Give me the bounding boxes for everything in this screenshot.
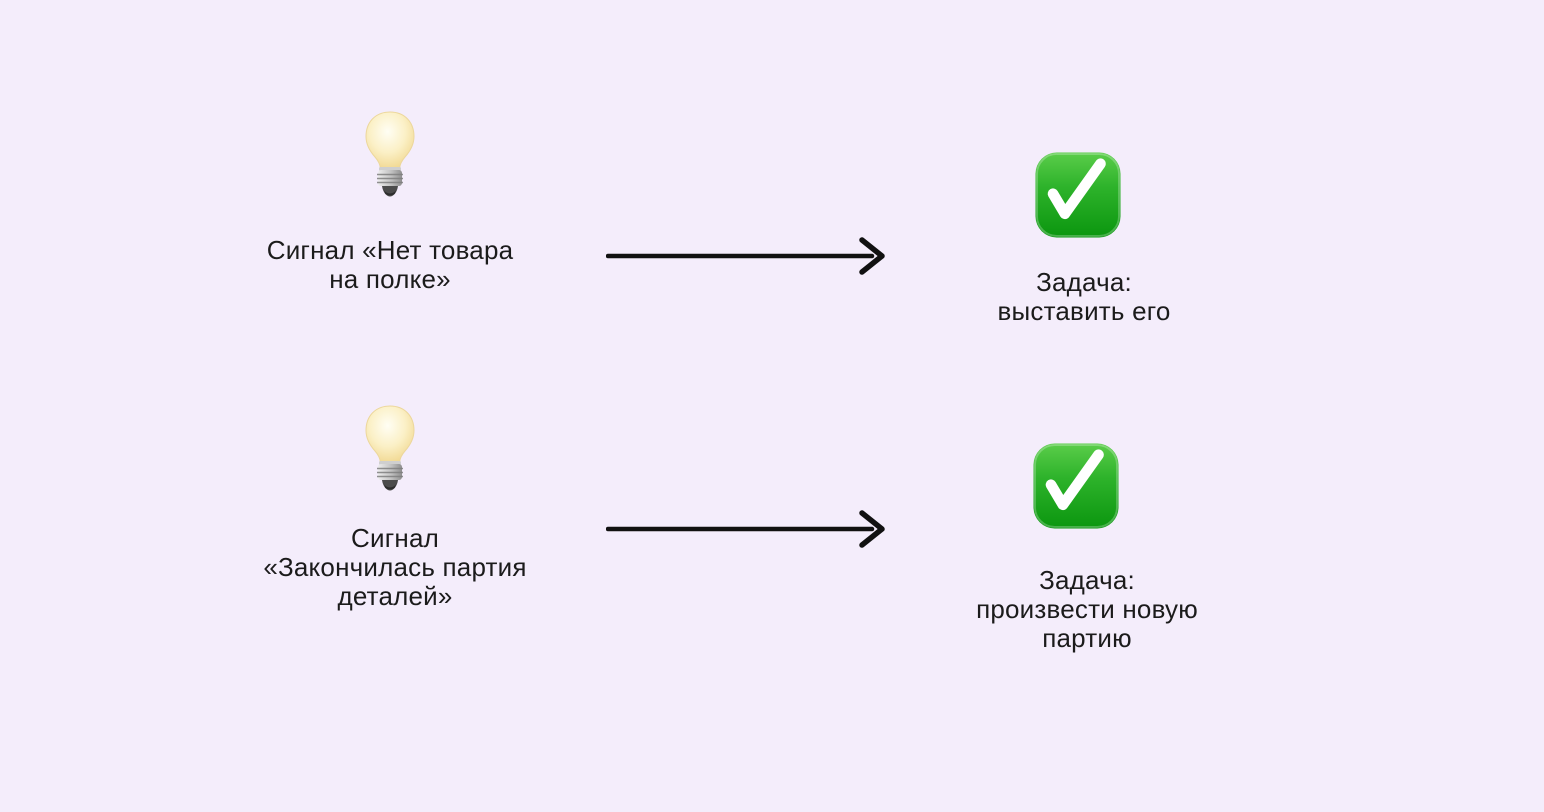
green-check-icon — [1031, 441, 1121, 531]
task-label: Задача: произвести новую партию — [976, 565, 1198, 653]
signal-label: Сигнал «Закончилась партия деталей» — [263, 523, 527, 611]
right-arrow-icon — [606, 507, 886, 551]
task-label: Задача: выставить его — [997, 267, 1171, 326]
green-check-icon — [1033, 150, 1123, 240]
lightbulb-icon — [362, 404, 418, 494]
right-arrow-icon — [606, 234, 886, 278]
signal-label: Сигнал «Нет товара на полке» — [266, 235, 514, 294]
lightbulb-icon — [362, 110, 418, 200]
